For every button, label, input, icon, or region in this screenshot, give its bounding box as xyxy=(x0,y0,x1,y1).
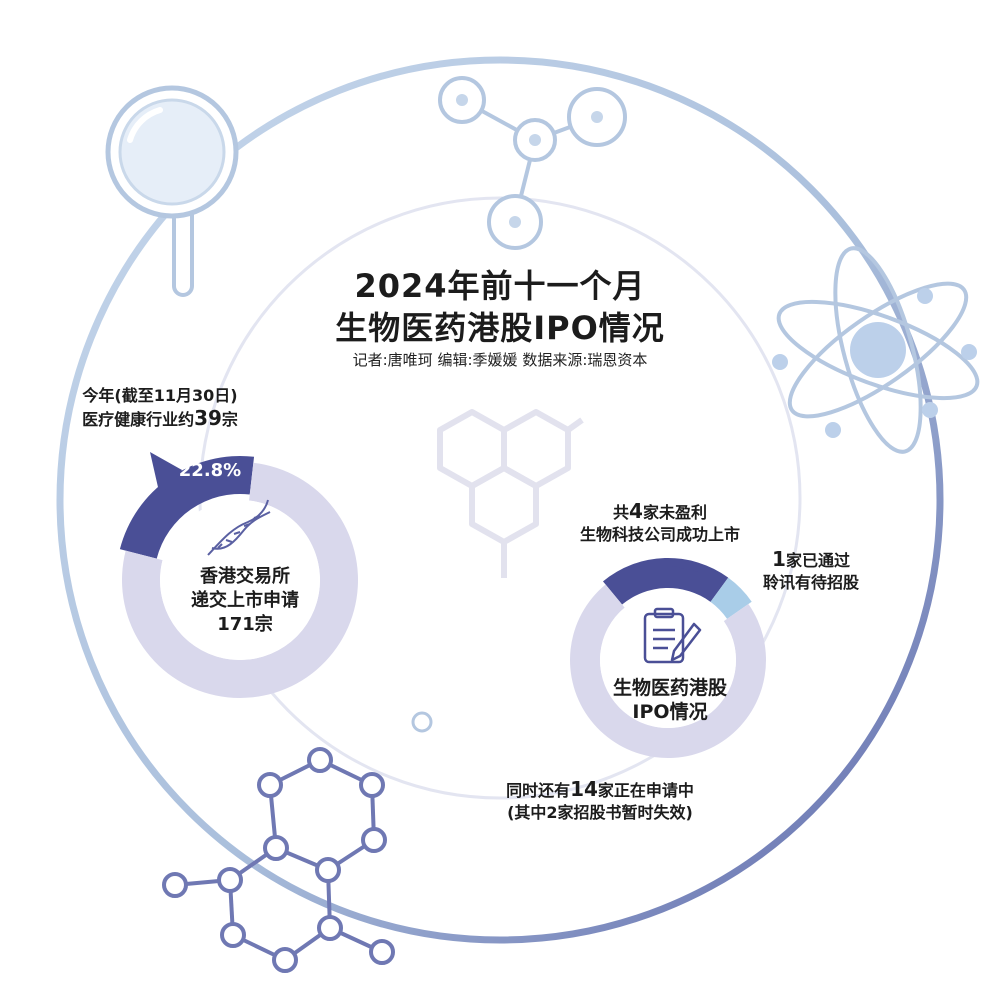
donut-center xyxy=(160,500,320,660)
donut-chart-ipo-status xyxy=(569,557,767,759)
donut-segment-0 xyxy=(602,557,729,605)
donut2-pointer xyxy=(628,728,688,746)
chart-title-line1: 2024年前十一个月 xyxy=(354,267,646,305)
magnifier-icon xyxy=(105,85,239,297)
credit-line: 记者:唐唯珂 编辑:季媛媛 数据来源:瑞恩资本 xyxy=(300,350,700,370)
donut-segment-0 xyxy=(119,455,255,559)
molecule-icon xyxy=(438,76,627,250)
donut1-center-line1: 香港交易所 xyxy=(200,566,290,587)
applying-number: 14 xyxy=(570,777,598,801)
listed-line1: 共4家未盈利 xyxy=(560,500,760,524)
donut1-center-label: 香港交易所 递交上市申请 171宗 xyxy=(155,565,335,637)
donut1-annotation-line1: 今年(截至11月30日) xyxy=(82,386,238,405)
dna-icon xyxy=(207,499,271,556)
applying-pre: 同时还有 xyxy=(506,781,571,800)
donut1-annotation: 今年(截至11月30日) 医疗健康行业约39宗 xyxy=(40,385,280,431)
atom-icon xyxy=(772,246,980,454)
listed-number: 4 xyxy=(629,499,643,523)
donut-chart-applications xyxy=(119,455,359,698)
donut2-annotation-applying: 同时还有14家正在申请中 (其中2家招股书暂时失效) xyxy=(470,778,730,824)
outer-ring xyxy=(56,56,944,944)
hearing-number: 1 xyxy=(772,547,786,571)
donut1-ann-suffix: 宗 xyxy=(221,410,238,429)
donut2-center-line2: IPO情况 xyxy=(632,701,708,723)
listed-line2: 生物科技公司成功上市 xyxy=(579,525,740,544)
applying-post: 家正在申请中 xyxy=(597,781,694,800)
donut1-pointer xyxy=(150,452,182,496)
credit-reporter: 记者:唐唯珂 xyxy=(352,351,433,369)
chart-title-line2: 生物医药港股IPO情况 xyxy=(335,309,665,347)
hexagon-ring-icon xyxy=(437,409,584,578)
hearing-post: 家已通过 xyxy=(785,551,850,570)
donut2-center-line1: 生物医药港股 xyxy=(612,677,727,699)
hearing-line1: 1家已通过 xyxy=(746,548,876,572)
credit-editor: 编辑:季媛媛 xyxy=(437,351,518,369)
donut1-ann-number: 39 xyxy=(194,406,222,430)
donut1-center-line2: 递交上市申请 xyxy=(191,590,299,611)
donut2-annotation-listed: 共4家未盈利 生物科技公司成功上市 xyxy=(560,500,760,546)
donut-center xyxy=(600,592,736,728)
document-pen-icon xyxy=(643,607,702,664)
donut1-ann-prefix: 医疗健康行业约 xyxy=(82,410,195,429)
donut2-center-label: 生物医药港股 IPO情况 xyxy=(580,676,760,724)
donut-segment-1 xyxy=(121,462,359,698)
donut1-center-line3: 171宗 xyxy=(217,614,273,635)
hearing-line2: 聆讯有待招股 xyxy=(762,573,859,592)
listed-post: 家未盈利 xyxy=(642,503,707,522)
listed-pre: 共 xyxy=(613,503,630,522)
applying-line1: 同时还有14家正在申请中 xyxy=(470,778,730,802)
credit-source: 数据来源:瑞恩资本 xyxy=(522,351,648,369)
donut1-data-label: 22.8% xyxy=(178,460,242,481)
small-bubble-icon xyxy=(411,711,433,733)
donut2-top-pointer xyxy=(672,566,700,590)
donut-segment-1 xyxy=(710,577,752,619)
network-molecule-icon xyxy=(162,747,395,973)
donut2-annotation-hearing: 1家已通过 聆讯有待招股 xyxy=(746,548,876,594)
applying-line2: (其中2家招股书暂时失效) xyxy=(507,803,693,822)
donut-segment-2 xyxy=(569,584,767,759)
donut1-annotation-line2: 医疗健康行业约39宗 xyxy=(40,407,280,431)
